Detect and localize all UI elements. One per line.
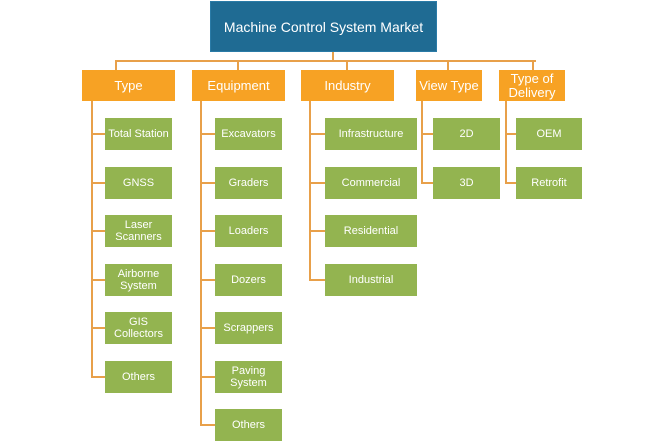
view-type-spine — [421, 101, 423, 183]
equipment-item-scrappers: Scrappers — [215, 312, 282, 344]
view-type-item-2d: 2D — [433, 118, 500, 150]
type-item-gnss: GNSS — [105, 167, 172, 199]
category-drop-delivery — [532, 60, 534, 70]
type-branch — [91, 327, 105, 329]
category-drop-equipment — [237, 60, 239, 70]
category-drop-view-type — [447, 60, 449, 70]
type-item-airborne-system: Airborne System — [105, 264, 172, 296]
industry-item-infrastructure: Infrastructure — [325, 118, 417, 150]
delivery-item-retrofit: Retrofit — [516, 167, 582, 199]
category-connector-horizontal — [115, 60, 536, 62]
equipment-item-paving-system: Paving System — [215, 361, 282, 393]
type-branch — [91, 279, 105, 281]
equipment-branch — [200, 424, 215, 426]
industry-branch — [309, 133, 325, 135]
industry-branch — [309, 279, 325, 281]
equipment-item-graders: Graders — [215, 167, 282, 199]
equipment-branch — [200, 230, 215, 232]
type-item-gis-collectors: GIS Collectors — [105, 312, 172, 344]
equipment-item-dozers: Dozers — [215, 264, 282, 296]
view-type-branch — [421, 182, 433, 184]
equipment-item-loaders: Loaders — [215, 215, 282, 247]
equipment-branch — [200, 133, 215, 135]
industry-branch — [309, 182, 325, 184]
equipment-branch — [200, 327, 215, 329]
type-spine — [91, 101, 93, 378]
type-item-others: Others — [105, 361, 172, 393]
type-branch — [91, 182, 105, 184]
type-item-total-station: Total Station — [105, 118, 172, 150]
root-connector-vertical — [332, 52, 334, 61]
category-type-of-delivery: Type of Delivery — [499, 70, 565, 101]
view-type-item-3d: 3D — [433, 167, 500, 199]
equipment-branch — [200, 182, 215, 184]
industry-branch — [309, 230, 325, 232]
category-equipment: Equipment — [192, 70, 285, 101]
equipment-branch — [200, 279, 215, 281]
delivery-branch — [505, 182, 516, 184]
industry-item-residential: Residential — [325, 215, 417, 247]
delivery-branch — [505, 133, 516, 135]
type-item-laser-scanners: Laser Scanners — [105, 215, 172, 247]
type-branch — [91, 376, 105, 378]
root-node-title: Machine Control System Market — [210, 1, 437, 52]
category-drop-industry — [346, 60, 348, 70]
category-type: Type — [82, 70, 175, 101]
industry-item-commercial: Commercial — [325, 167, 417, 199]
equipment-item-others: Others — [215, 409, 282, 441]
industry-spine — [309, 101, 311, 280]
equipment-item-excavators: Excavators — [215, 118, 282, 150]
view-type-branch — [421, 133, 433, 135]
type-branch — [91, 133, 105, 135]
equipment-branch — [200, 376, 215, 378]
category-view-type: View Type — [416, 70, 482, 101]
industry-item-industrial: Industrial — [325, 264, 417, 296]
delivery-spine — [505, 101, 507, 183]
delivery-item-oem: OEM — [516, 118, 582, 150]
type-branch — [91, 230, 105, 232]
category-industry: Industry — [301, 70, 394, 101]
category-drop-type — [115, 60, 117, 70]
equipment-spine — [200, 101, 202, 426]
